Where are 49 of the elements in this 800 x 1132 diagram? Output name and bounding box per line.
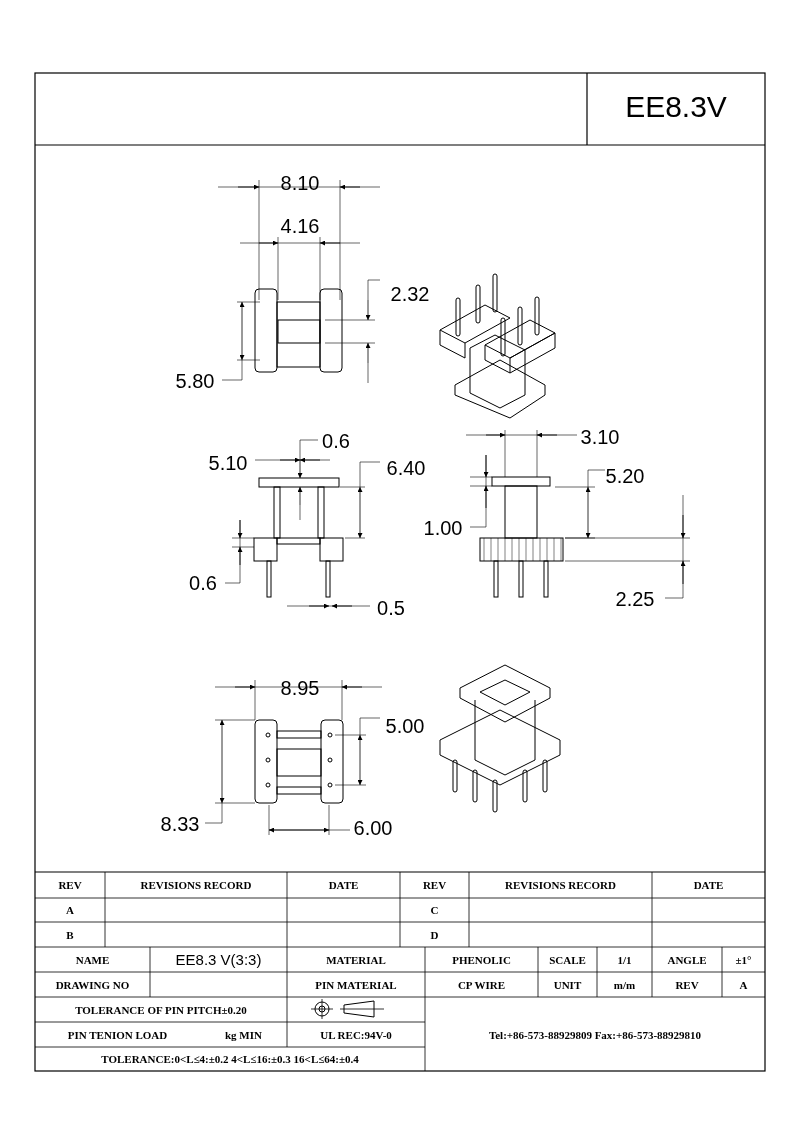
field-label: REV xyxy=(674,977,700,993)
dimension-label: 8.95 xyxy=(280,676,320,700)
dimension-label: 6.40 xyxy=(386,456,426,480)
field-label: MATERIAL xyxy=(325,952,387,968)
dimension-label: 2.32 xyxy=(390,282,430,306)
column-heading: DATE xyxy=(692,878,725,893)
field-value: PHENOLIC xyxy=(451,952,512,968)
note-text: TOLERANCE OF PIN PITCH±0.20 xyxy=(74,1002,248,1018)
dimension-label: 2.25 xyxy=(615,587,655,611)
field-value: 1/1 xyxy=(616,952,633,968)
dimension-label: 0.6 xyxy=(189,571,217,595)
field-value: B xyxy=(65,927,75,943)
dimension-label: 3.10 xyxy=(580,425,620,449)
field-label: UNIT xyxy=(552,977,583,993)
column-heading: REV xyxy=(57,878,83,893)
field-label: NAME xyxy=(74,952,111,968)
field-label: ANGLE xyxy=(666,952,708,968)
column-heading: REV xyxy=(421,878,448,893)
field-label: PIN TENION LOAD xyxy=(66,1027,169,1043)
column-heading: REVISIONS RECORD xyxy=(504,878,617,893)
field-value: C xyxy=(429,903,440,918)
dimension-label: 8.10 xyxy=(280,171,320,195)
dimension-label: 0.5 xyxy=(377,596,405,620)
dimension-label: 6.00 xyxy=(353,816,393,840)
field-label: DRAWING NO xyxy=(54,977,131,993)
column-heading: DATE xyxy=(327,878,360,893)
dimension-label: 5.10 xyxy=(208,451,248,475)
dimension-label: 1.00 xyxy=(423,516,463,540)
field-label: PIN MATERIAL xyxy=(314,977,398,993)
contact-text: Tel:+86-573-88929809 Fax:+86-573-88929810 xyxy=(487,1027,703,1043)
dimension-label: 5.20 xyxy=(605,464,645,488)
dimension-label: 0.6 xyxy=(322,429,350,453)
field-value: A xyxy=(738,977,749,993)
field-label: SCALE xyxy=(548,952,587,968)
dimension-label: 8.33 xyxy=(160,812,200,836)
field-value: A xyxy=(65,903,75,918)
note-text: UL REC:94V-0 xyxy=(319,1027,393,1043)
field-value: EE8.3 V(3:3) xyxy=(174,950,263,969)
field-value: CP WIRE xyxy=(456,977,507,993)
field-value: ±1° xyxy=(734,952,753,968)
field-value: m/m xyxy=(612,977,637,993)
field-label: kg MIN xyxy=(224,1027,263,1043)
dimension-label: 4.16 xyxy=(280,214,320,238)
field-value: D xyxy=(429,927,440,943)
dimension-label: 5.00 xyxy=(385,714,425,738)
note-text: TOLERANCE:0<L≤4:±0.2 4<L≤16:±0.3 16<L≤64:±0.4 xyxy=(100,1052,360,1067)
column-heading: REVISIONS RECORD xyxy=(139,878,253,893)
drawing-title: EE8.3V xyxy=(624,90,728,124)
dimension-label: 5.80 xyxy=(175,369,215,393)
